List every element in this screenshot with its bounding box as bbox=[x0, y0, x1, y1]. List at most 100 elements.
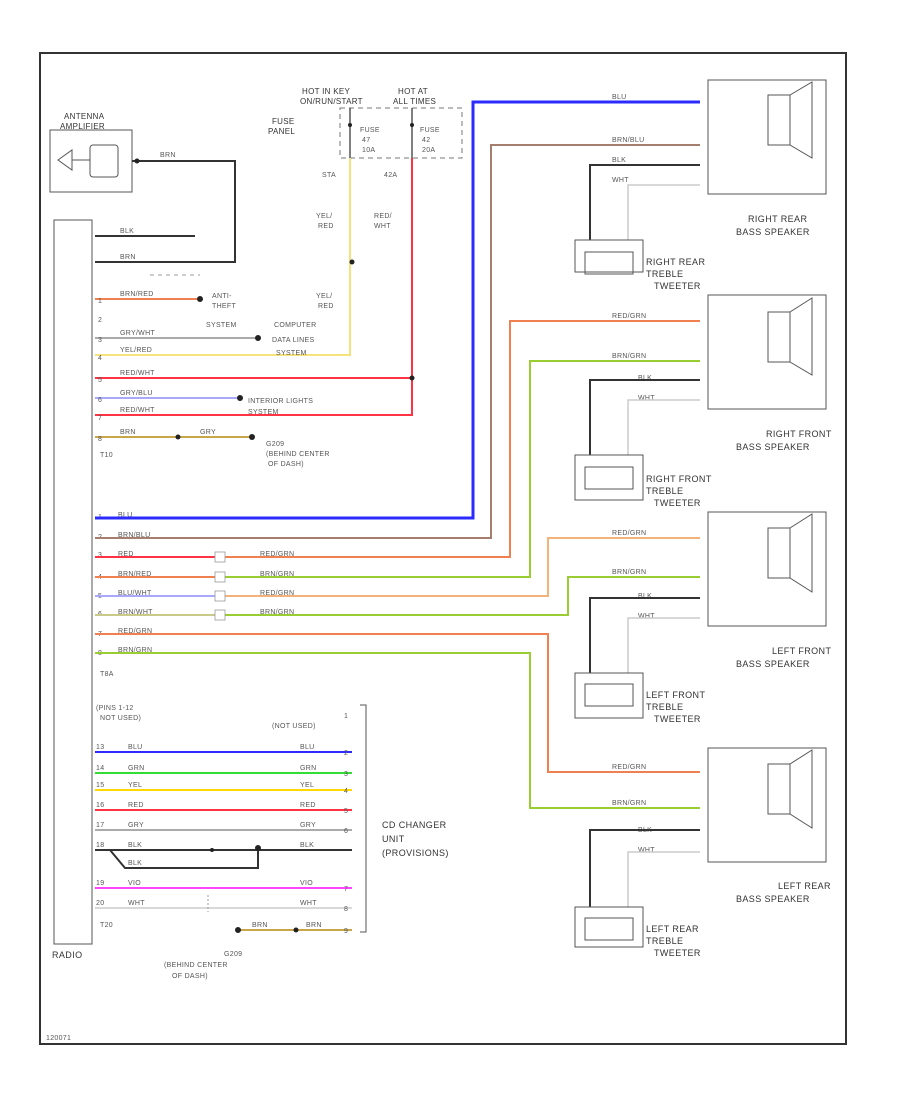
wire-label: VIO bbox=[128, 880, 141, 887]
antenna-amplifier: ANTENNA AMPLIFIER bbox=[49, 112, 133, 193]
pin: 3 bbox=[98, 337, 102, 344]
fuse-panel-box bbox=[339, 107, 463, 159]
fuse-47-num: 47 bbox=[362, 137, 370, 144]
lr-bass-label: LEFT REAR bbox=[778, 881, 831, 891]
wire-brn-grn-rf bbox=[225, 360, 700, 578]
wire-label: BLK bbox=[638, 375, 652, 382]
rr-bass-speaker-box bbox=[707, 79, 827, 195]
wire-label: BLK bbox=[612, 157, 626, 164]
pin: 16 bbox=[96, 802, 104, 809]
rr-tweeter-blk bbox=[589, 164, 700, 245]
wire-label: BLU bbox=[118, 512, 133, 519]
wire-label: YEL/ bbox=[316, 293, 332, 300]
rr-bass-label: BASS SPEAKER bbox=[736, 227, 810, 237]
lf-tweeter-box bbox=[574, 672, 644, 719]
wire-brn-blu-rr bbox=[95, 144, 700, 539]
pin: 3 bbox=[98, 552, 102, 559]
wire-label: RED/GRN bbox=[612, 764, 646, 771]
cd-changer-label: UNIT bbox=[382, 834, 405, 844]
pin: 20 bbox=[96, 900, 104, 907]
t10-connector: 1 2 3 4 5 6 7 8 BRN/RED GRY/WHT YEL/RED … bbox=[95, 291, 261, 459]
wire-red-grn-lr bbox=[95, 633, 700, 773]
pin: 8 bbox=[98, 436, 102, 443]
wire-label: WHT bbox=[300, 900, 317, 907]
lr-bass-speaker-box bbox=[707, 747, 827, 863]
wire-label: BRN bbox=[120, 429, 136, 436]
rr-bass-label: RIGHT REAR bbox=[748, 214, 807, 224]
pin: 4 bbox=[344, 788, 348, 795]
wire-label: BRN/GRN bbox=[612, 800, 646, 807]
diagram-code: 120071 bbox=[46, 1035, 71, 1042]
fuse-panel: HOT IN KEY ON/RUN/START HOT AT ALL TIMES… bbox=[268, 87, 463, 179]
lf-treble-label: TWEETER bbox=[654, 714, 701, 724]
wire-label: BLK bbox=[300, 842, 314, 849]
anti-theft-label: ANTI- bbox=[212, 293, 232, 300]
rf-bass-label: RIGHT FRONT bbox=[766, 429, 832, 439]
lf-bass-speaker-box bbox=[707, 511, 827, 627]
wire-red-grn-lf bbox=[225, 537, 700, 597]
wire-label: BLK bbox=[128, 860, 142, 867]
antenna-wire bbox=[95, 160, 236, 263]
rf-treble-label: RIGHT FRONT bbox=[646, 474, 712, 484]
pin: 4 bbox=[98, 355, 102, 362]
wire-label: BLU bbox=[128, 744, 143, 751]
rf-bass-label: BASS SPEAKER bbox=[736, 442, 810, 452]
pin: 13 bbox=[96, 744, 104, 751]
wire-label: BRN bbox=[306, 922, 322, 929]
anti-theft-label: THEFT bbox=[212, 303, 236, 310]
wire-brn-grn-lf bbox=[225, 576, 700, 616]
wire-yel-red-feed bbox=[95, 158, 351, 356]
rf-tweeter-box bbox=[574, 454, 644, 501]
anti-theft-label: SYSTEM bbox=[206, 322, 237, 329]
left-front-speaker-group: RED/GRN BRN/GRN BLK WHT LEFT FRONT BASS … bbox=[574, 511, 831, 724]
wire-red-grn-rf bbox=[225, 320, 700, 558]
pin: 2 bbox=[98, 317, 102, 324]
lf-treble-label: LEFT FRONT bbox=[646, 690, 705, 700]
wire-label: BLU bbox=[300, 744, 315, 751]
rf-bass-speaker-box bbox=[707, 294, 827, 410]
fuse-panel-label: FUSE bbox=[272, 117, 295, 126]
wire-label: GRY bbox=[200, 429, 216, 436]
left-rear-speaker-group: RED/GRN BRN/GRN BLK WHT LEFT REAR BASS S… bbox=[574, 747, 831, 958]
pin: 7 bbox=[344, 886, 348, 893]
wire-label: RED/WHT bbox=[120, 370, 155, 377]
pin: 6 bbox=[98, 397, 102, 404]
wire-label: YEL bbox=[300, 782, 314, 789]
pin: 8 bbox=[344, 906, 348, 913]
wire-label: WHT bbox=[612, 177, 629, 184]
wire-label: RED/WHT bbox=[120, 407, 155, 414]
rf-treble-label: TWEETER bbox=[654, 498, 701, 508]
wire-label: WHT bbox=[638, 395, 655, 402]
fuse-panel-label-2: PANEL bbox=[268, 127, 295, 136]
wire-label: BRN/RED bbox=[120, 291, 154, 298]
wire-label: BRN bbox=[252, 922, 268, 929]
wire-label: YEL/ bbox=[316, 213, 332, 220]
pin: 14 bbox=[96, 765, 104, 772]
wire-label: BRN bbox=[160, 152, 176, 159]
wire-label: WHT bbox=[638, 847, 655, 854]
hot-all-label: HOT AT bbox=[398, 87, 428, 96]
g209-label: OF DASH) bbox=[268, 461, 304, 468]
wire-label: BRN/GRN bbox=[118, 647, 152, 654]
wire-label: BLU/WHT bbox=[118, 590, 152, 597]
connector-t20: T20 bbox=[100, 922, 113, 929]
speaker-icon bbox=[789, 749, 813, 829]
pin: 1 bbox=[344, 713, 348, 720]
speaker-icon bbox=[789, 297, 813, 376]
connector-sta: STA bbox=[322, 172, 336, 179]
rr-treble-label: TWEETER bbox=[654, 281, 701, 291]
fuse-42-amp: 20A bbox=[422, 147, 435, 154]
pin: 9 bbox=[344, 928, 348, 935]
hot-all-label-2: ALL TIMES bbox=[393, 97, 436, 106]
lr-treble-label: LEFT REAR bbox=[646, 924, 699, 934]
not-used-label: (NOT USED) bbox=[272, 723, 316, 730]
wire-label: GRY/WHT bbox=[120, 330, 155, 337]
pin: 15 bbox=[96, 782, 104, 789]
pins-not-used-label: NOT USED) bbox=[100, 715, 141, 722]
wire-label: GRY bbox=[300, 822, 316, 829]
speaker-icon bbox=[789, 513, 813, 593]
wire-label: BLU bbox=[612, 94, 627, 101]
rr-treble-label: TREBLE bbox=[646, 269, 683, 279]
wire-label: YEL bbox=[128, 782, 142, 789]
fuse-47-amp: 10A bbox=[362, 147, 375, 154]
